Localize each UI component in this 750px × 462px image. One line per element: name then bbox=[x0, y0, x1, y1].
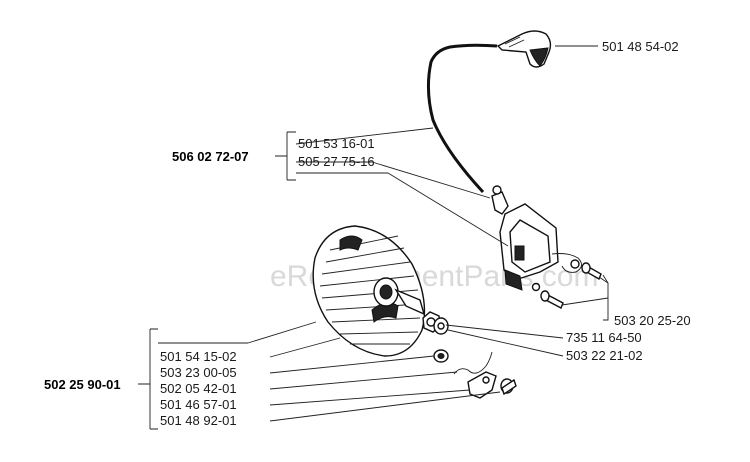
pivot-bolt-part bbox=[500, 378, 517, 396]
label-flywheel: 501 54 15-02 bbox=[160, 349, 237, 364]
leader-lines-flywheel bbox=[138, 321, 564, 430]
label-washer-right: 503 22 21-02 bbox=[566, 348, 643, 363]
module-screws-part bbox=[531, 262, 602, 309]
label-spark-cap: 501 48 54-02 bbox=[602, 39, 679, 54]
label-ignition-group: 506 02 72-07 bbox=[172, 149, 249, 164]
label-washer: 503 23 00-05 bbox=[160, 365, 237, 380]
label-pawl: 501 46 57-01 bbox=[160, 397, 237, 412]
label-ignition-module: 505 27 75-16 bbox=[298, 154, 375, 169]
label-ht-lead: 501 53 16-01 bbox=[298, 136, 375, 151]
label-pawl-spring: 502 05 42-01 bbox=[160, 381, 237, 396]
spark-plug-cap-part bbox=[496, 30, 552, 68]
ignition-module-part bbox=[491, 185, 582, 291]
label-module-screws: 503 20 25-20 bbox=[614, 313, 691, 328]
label-flywheel-group: 502 25 90-01 bbox=[44, 377, 121, 392]
flywheel-part bbox=[312, 225, 426, 357]
label-nut: 735 11 64-50 bbox=[566, 330, 642, 345]
washer-part bbox=[433, 349, 449, 363]
leader-lines-ignition bbox=[275, 45, 609, 321]
pawl-spring-part bbox=[453, 351, 493, 375]
washer-right-part bbox=[433, 317, 449, 335]
pawl-part bbox=[467, 371, 497, 399]
label-pivot-bolt: 501 48 92-01 bbox=[160, 413, 237, 428]
ht-lead-part bbox=[426, 43, 498, 194]
